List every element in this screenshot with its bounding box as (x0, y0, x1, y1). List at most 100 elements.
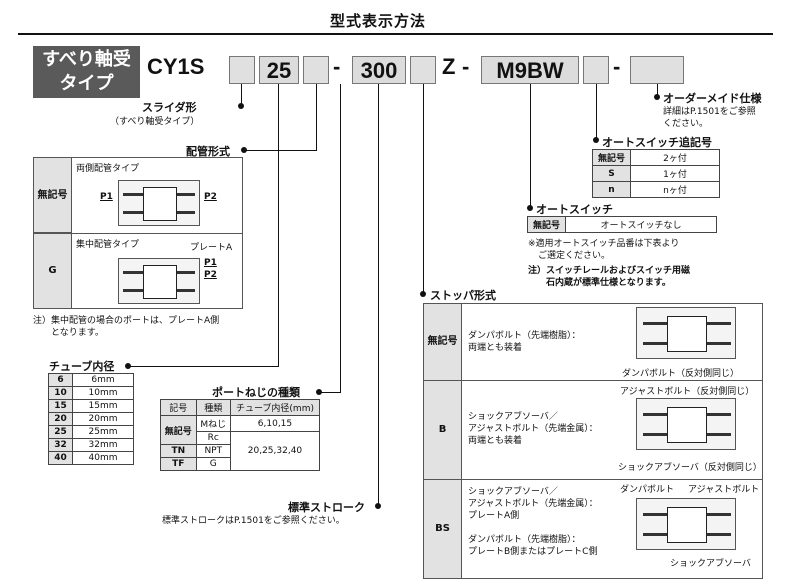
auto-switch-note3: 注）スイッチレールおよびスイッチ用磁 (528, 266, 691, 276)
stopper-desc: ダンパボルト（先端樹脂）： (468, 535, 581, 545)
stopper-caption: ダンパボルト (620, 485, 675, 495)
row-divider (34, 233, 242, 234)
table-row: 記号 種類 チューブ内径(mm) (160, 399, 321, 416)
stopper-caption: ショックアブソーバ（反対側同じ） (618, 463, 762, 473)
port-type: G (195, 457, 231, 471)
tube-code: 40 (48, 451, 73, 465)
stopper-desc: 両端とも装着 (468, 343, 523, 353)
stopper-diagram-2 (636, 398, 736, 450)
tube-size: 32mm (72, 438, 134, 452)
tube-code: 10 (48, 386, 73, 400)
switch-qty-box (583, 56, 609, 84)
stopper-desc: プレートB側またはプレートC側 (468, 547, 598, 557)
tube-code: 15 (48, 399, 73, 413)
port-code: 無記号 (160, 415, 197, 445)
dash-2: - (462, 54, 470, 79)
dot-switch (527, 205, 533, 211)
port-type: Rc (195, 431, 231, 445)
port-p1-label: P1 (204, 258, 217, 268)
stopper-label: ストッパ形式 (430, 289, 496, 302)
stopper-caption: ダンパボルト（反対側同じ） (622, 369, 740, 379)
tube-code: 20 (48, 412, 73, 426)
dot-slider (238, 103, 244, 109)
piping-type-2: 集中配管タイプ (76, 240, 140, 250)
stopper-desc: プレートA側 (468, 511, 520, 521)
port-header: 記号 (160, 399, 197, 416)
piping-table: 無記号 両側配管タイプ P1 P2 G 集中配管タイプ プレートA P1 P2 (33, 157, 243, 309)
stopper-box (410, 56, 436, 84)
row-divider (424, 479, 762, 480)
stopper-desc: アジャストボルト（先端金属）： (468, 424, 598, 434)
slider-block (667, 407, 707, 443)
order-made-note1: 詳細はP.1501をご参照 (663, 107, 756, 117)
port-label: ポートねじの種類 (212, 386, 300, 399)
table-row: 無記号オートスイッチなし (527, 216, 717, 233)
piping-diagram-2 (118, 258, 200, 304)
piping-note1: 注）集中配管の場合のポートは、プレートA側 (33, 316, 220, 326)
leader-switch (530, 84, 531, 208)
stopper-code-1: 無記号 (424, 304, 462, 380)
slider-box (229, 56, 255, 84)
auto-switch-note2: ご選定ください。 (538, 251, 611, 261)
piping-diagram-1 (118, 180, 200, 226)
slider-label: スライダ形 (142, 101, 197, 114)
piping-box (303, 56, 329, 84)
stopper-desc: ショックアブソーバ／ (468, 487, 558, 497)
dash-3: - (613, 54, 621, 79)
tube-size: 10mm (72, 386, 134, 400)
row-divider (424, 380, 762, 381)
piping-type-1: 両側配管タイプ (76, 164, 140, 174)
port-type: Mねじ (195, 415, 231, 432)
port-header: 種類 (195, 399, 231, 416)
bore-box: 25 (259, 56, 299, 84)
dot-stroke (375, 503, 381, 509)
stopper-desc: ダンパボルト（先端樹脂）： (468, 331, 581, 341)
tube-size: 6mm (72, 373, 134, 387)
switch-box: M9BW (481, 56, 579, 84)
stopper-table: 無記号 ダンパボルト（先端樹脂）： 両端とも装着 ダンパボルト（反対側同じ） B… (423, 303, 763, 579)
z-letter: Z (442, 54, 456, 79)
tube-size: 25mm (72, 425, 134, 439)
leader-stopper (423, 84, 424, 294)
dot-stopper (420, 291, 426, 297)
table-row: TF G (160, 457, 320, 471)
port-p2-label: P2 (204, 192, 217, 202)
stopper-code-2: B (424, 381, 462, 479)
tube-size: 15mm (72, 399, 134, 413)
switch-qty-code: n (592, 181, 631, 198)
port-code: TF (160, 457, 197, 471)
model-prefix: CY1S (147, 54, 205, 79)
order-made-note2: ください。 (663, 119, 709, 129)
leader-port (340, 84, 341, 392)
port-type: NPT (195, 444, 231, 458)
auto-switch-label: オートスイッチ (536, 203, 613, 216)
type-tag-line2: タイプ (59, 73, 114, 94)
stopper-code-3: BS (424, 480, 462, 578)
piping-code-1: 無記号 (34, 158, 72, 233)
dot-piping (241, 147, 247, 153)
stopper-caption: ショックアブソーバ (670, 559, 751, 569)
leader-tube-h (128, 366, 279, 367)
auto-switch-table: 無記号オートスイッチなし (527, 216, 717, 233)
leader-order (657, 84, 658, 98)
dot-tube (125, 363, 131, 369)
slider-block (143, 265, 177, 299)
slider-block (667, 507, 707, 543)
order-made-label: オーダーメイド仕様 (663, 92, 762, 105)
tube-size: 20mm (72, 412, 134, 426)
leader-port-h (318, 392, 341, 393)
plate-a-label: プレートA (190, 243, 233, 253)
slider-block (143, 187, 177, 221)
port-code: TN (160, 444, 197, 458)
auto-switch-code: 無記号 (527, 216, 566, 233)
stopper-desc: 両端とも装着 (468, 436, 523, 446)
